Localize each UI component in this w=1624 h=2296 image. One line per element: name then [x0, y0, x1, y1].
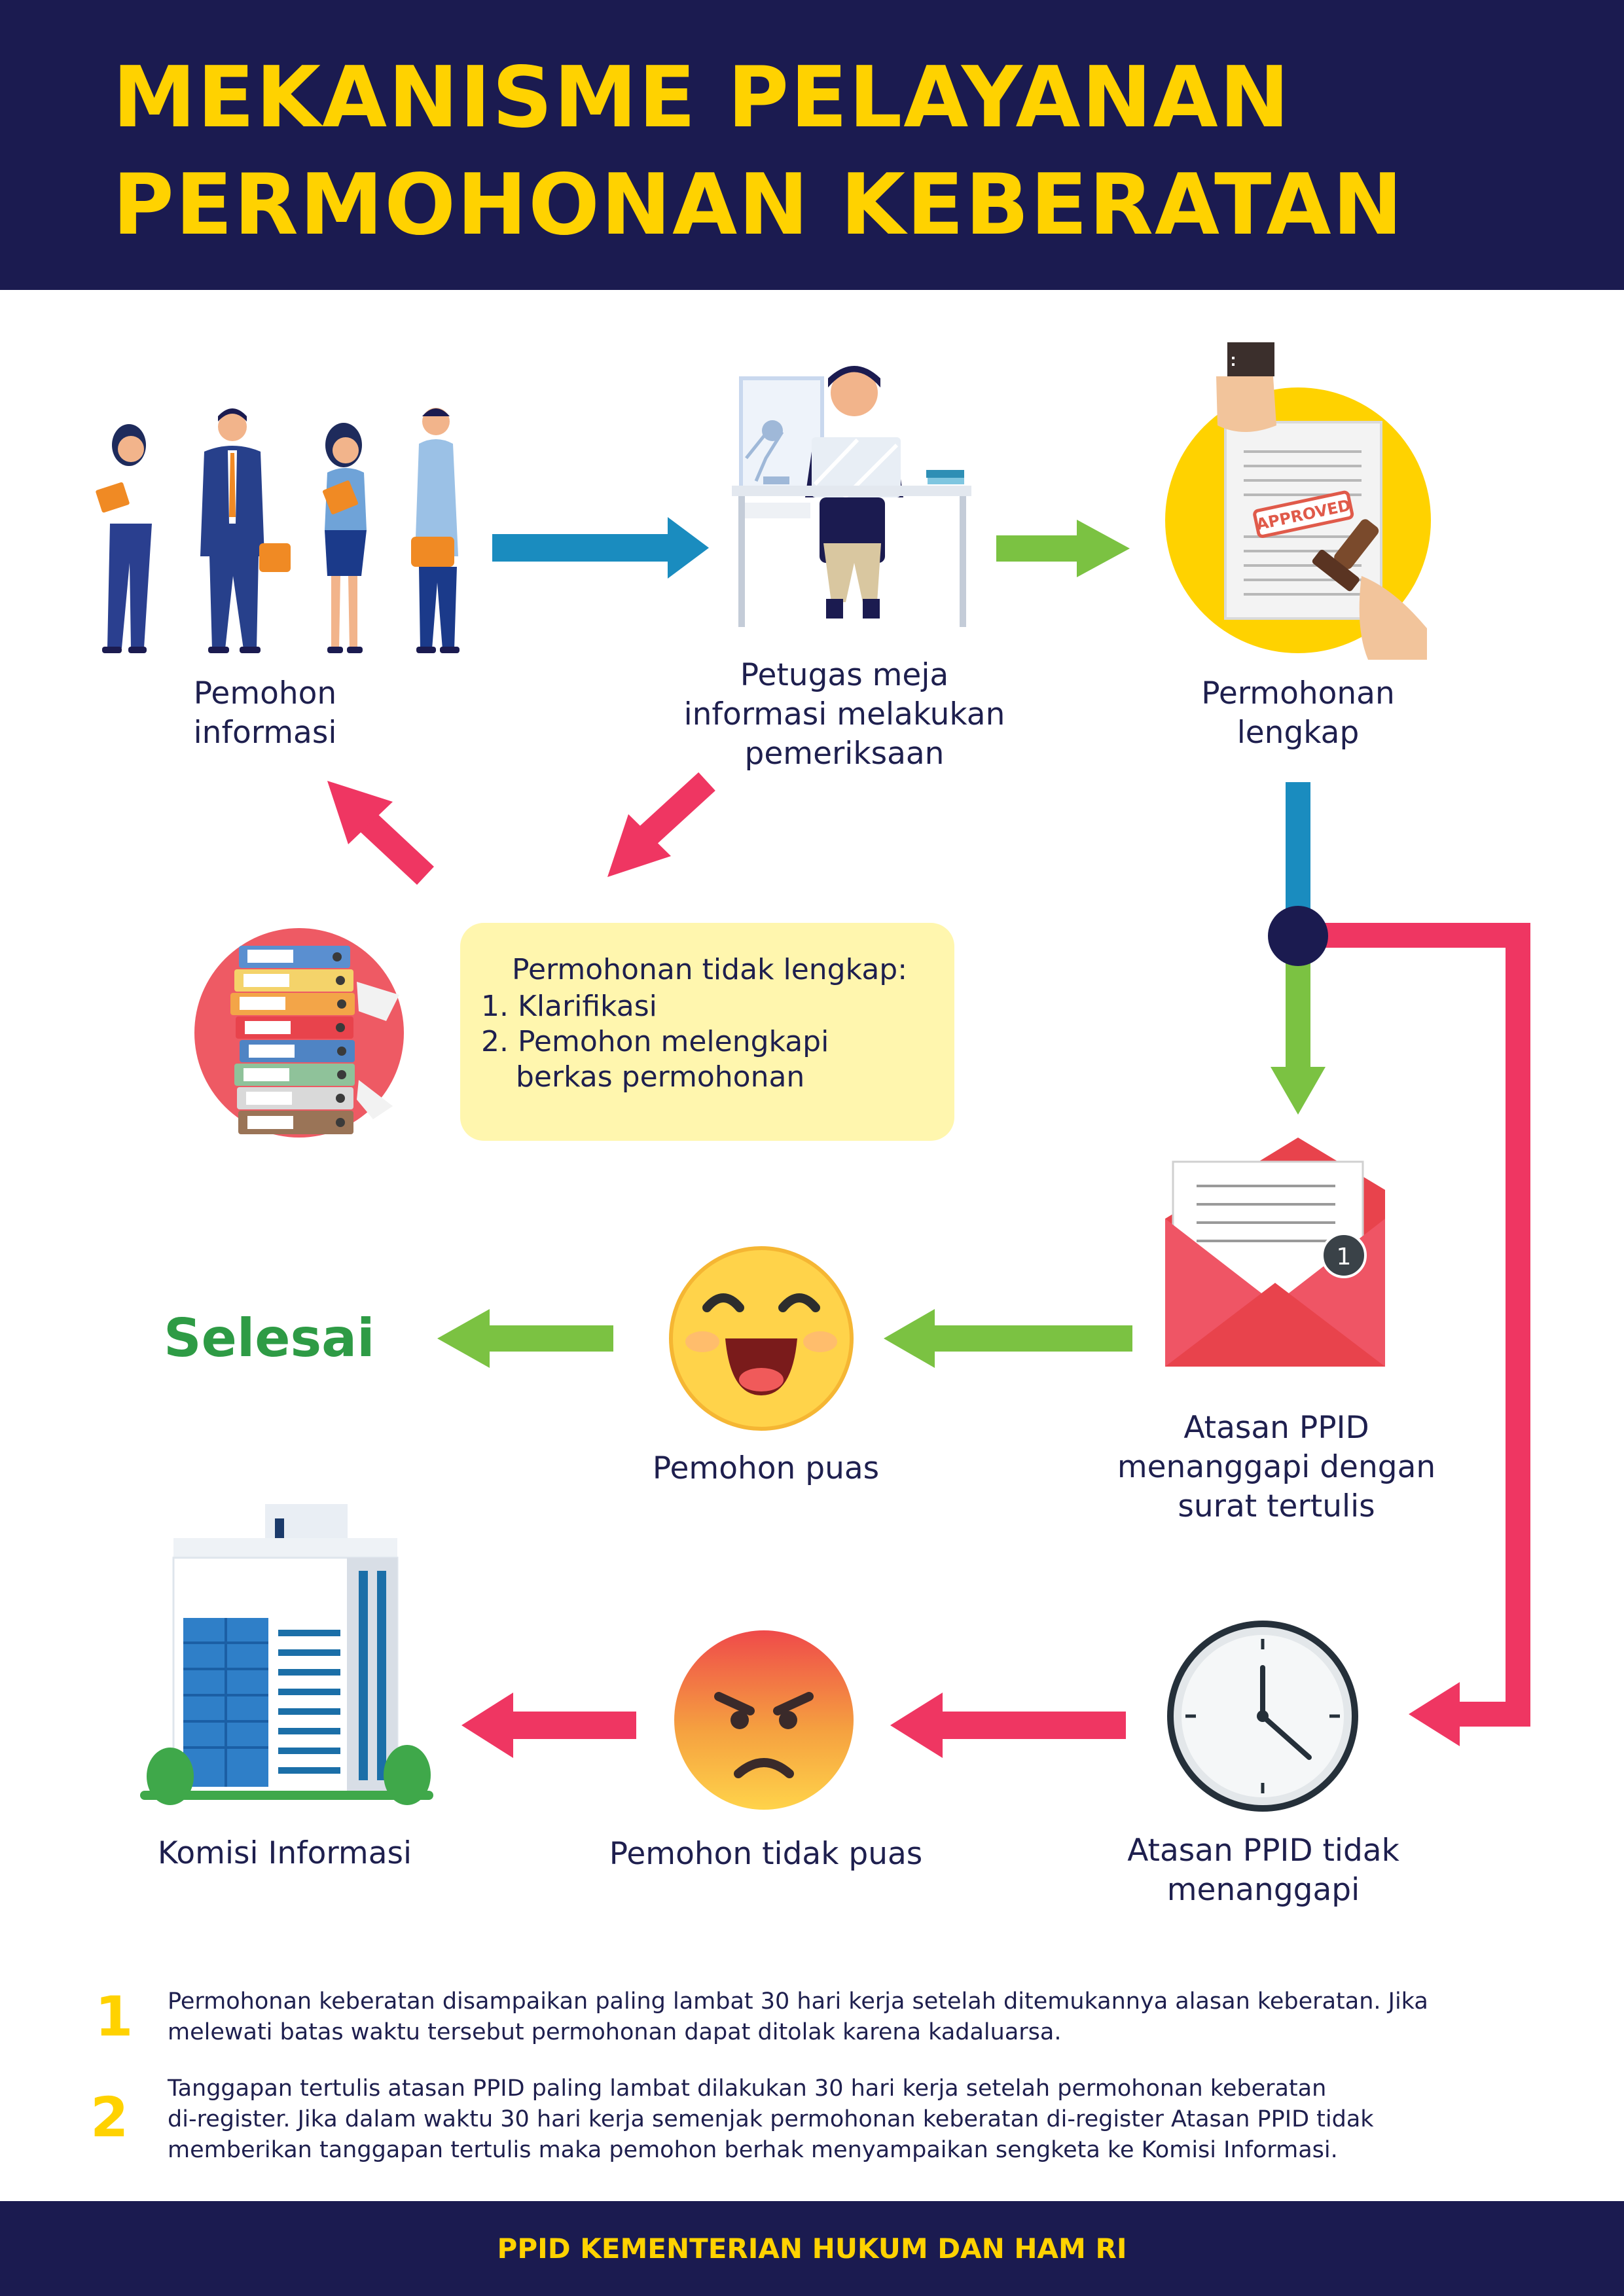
notification-badge: 1 — [1337, 1244, 1352, 1270]
person-1-icon — [96, 424, 152, 653]
label-line: pemeriksaan — [744, 736, 945, 772]
person-2-icon — [200, 408, 291, 653]
note-item-1: 1. Klarifikasi — [481, 990, 657, 1023]
label-atasan-menanggapi: Atasan PPID menanggapi dengan surat tert… — [1067, 1408, 1486, 1526]
page-title-line-2: PERMOHONAN KEBERATAN — [113, 156, 1404, 254]
footer-banner — [0, 2201, 1624, 2296]
label-permohonan-lengkap: Permohonan lengkap — [1167, 674, 1429, 753]
label-line: menanggapi dengan — [1117, 1449, 1436, 1485]
label-line: surat tertulis — [1178, 1488, 1375, 1524]
arrow-pemohon-to-petugas — [492, 517, 709, 579]
connector-lengkap-branch — [1268, 782, 1530, 1746]
footer-text: PPID KEMENTERIAN HUKUM DAN HAM RI — [497, 2233, 1127, 2265]
label-line: menanggapi — [1166, 1872, 1360, 1908]
note-heading: Permohonan tidak lengkap: — [512, 953, 908, 986]
arrow-petugas-to-note — [607, 772, 715, 877]
desk-officer-illustration — [732, 366, 971, 627]
footnote-line: memberikan tanggapan tertulis maka pemoh… — [168, 2137, 1338, 2163]
header-banner — [0, 0, 1624, 290]
footnote-line: di-register. Jika dalam waktu 30 hari ke… — [168, 2106, 1374, 2132]
page-title-line-1: MEKANISME PELAYANAN — [113, 49, 1291, 147]
label-petugas-meja: Petugas meja informasi melakukan pemerik… — [648, 656, 1041, 774]
footnote-number-2: 2 — [90, 2085, 129, 2149]
arrow-petugas-to-lengkap — [996, 520, 1130, 577]
label-pemohon-informasi: Pemohon informasi — [134, 674, 396, 753]
label-line: Atasan PPID tidak — [1127, 1833, 1399, 1869]
footnote-1: Permohonan keberatan disampaikan paling … — [168, 1986, 1428, 2048]
label-komisi-informasi: Komisi Informasi — [157, 1835, 412, 1871]
footnote-2: Tanggapan tertulis atasan PPID paling la… — [168, 2073, 1374, 2166]
label-pemohon-puas: Pemohon puas — [652, 1450, 880, 1486]
label-line: Atasan PPID — [1183, 1410, 1369, 1446]
label-line: lengkap — [1236, 715, 1360, 751]
building-icon — [140, 1504, 433, 1805]
arrow-puas-to-selesai — [437, 1309, 613, 1368]
arrow-clock-to-tidak-puas — [890, 1693, 1126, 1758]
footnote-line: Tanggapan tertulis atasan PPID paling la… — [168, 2075, 1327, 2102]
footnote-line: Permohonan keberatan disampaikan paling … — [168, 1988, 1428, 2015]
approved-document-icon: APPROVED — [1165, 342, 1431, 660]
note-item-2-cont: berkas permohonan — [516, 1060, 805, 1094]
selesai-label: Selesai — [164, 1308, 375, 1369]
label-line: informasi melakukan — [683, 696, 1005, 732]
label-pemohon-tidak-puas: Pemohon tidak puas — [609, 1836, 923, 1872]
label-line: Pemohon — [193, 675, 337, 711]
footnote-line: melewati batas waktu tersebut permohonan… — [168, 2019, 1062, 2045]
incomplete-request-note — [460, 923, 954, 1141]
arrow-tidak-puas-to-komisi — [461, 1693, 636, 1758]
clock-icon — [1167, 1621, 1358, 1812]
people-queue-illustration — [96, 408, 460, 653]
envelope-icon: 1 — [1165, 1138, 1385, 1367]
arrow-to-pemohon — [327, 781, 434, 885]
label-line: Petugas meja — [740, 657, 949, 693]
person-3-icon — [323, 423, 367, 653]
arrow-envelope-to-puas — [884, 1309, 1132, 1368]
file-stack-illustration — [194, 928, 404, 1138]
person-4-icon — [411, 408, 460, 653]
label-atasan-tidak-menanggapi: Atasan PPID tidak menanggapi — [1087, 1831, 1440, 1910]
note-item-2: 2. Pemohon melengkapi — [481, 1025, 829, 1058]
label-line: Permohonan — [1201, 675, 1395, 711]
footnote-number-1: 1 — [95, 1984, 134, 2049]
label-line: informasi — [193, 715, 337, 751]
angry-face-icon — [674, 1630, 854, 1810]
happy-face-icon — [669, 1246, 854, 1431]
